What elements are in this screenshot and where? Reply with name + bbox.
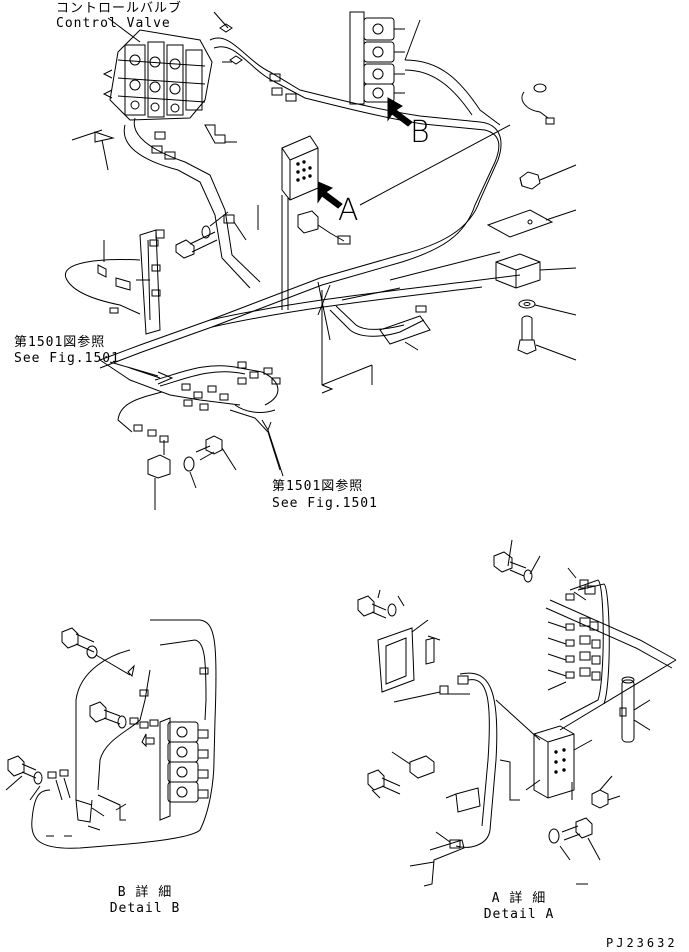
- washer-icon: [86, 645, 98, 659]
- detail-a-label-jp: A 詳 細: [491, 891, 547, 906]
- detail-b-label-jp: B 詳 細: [117, 885, 173, 900]
- nut-icon: [519, 171, 541, 190]
- arrow-icon: [317, 181, 343, 209]
- drawing-number: PJ23632: [606, 936, 678, 950]
- washer-icon: [201, 225, 211, 239]
- bolt-icon: [367, 769, 401, 795]
- control-valve-icon: [349, 11, 405, 105]
- see-fig-label-jp-1: 第1501図参照: [14, 335, 106, 350]
- washer-icon: [117, 715, 127, 729]
- control-valve-label-jp: コントロールバルブ: [56, 1, 183, 16]
- washer-icon: [387, 603, 397, 617]
- bolt-icon: [89, 701, 121, 725]
- callout-b: B: [410, 115, 430, 150]
- control-valve-icon: [102, 29, 213, 121]
- washer-icon: [33, 771, 43, 785]
- see-fig-label-en-1: See Fig.1501: [14, 351, 120, 366]
- callout-a: A: [338, 193, 359, 228]
- see-fig-label-jp-2: 第1501図参照: [272, 479, 364, 494]
- relay-icon: [281, 135, 319, 201]
- detail-a-drawing: [357, 539, 677, 887]
- detail-b-label-en: Detail B: [109, 901, 181, 916]
- bolt-icon: [493, 551, 527, 577]
- washer-icon: [183, 456, 195, 472]
- bolt-icon: [357, 595, 387, 619]
- arrow-icon: [387, 97, 413, 127]
- bolt-icon: [195, 435, 223, 461]
- bolt-icon: [175, 231, 218, 259]
- nut-icon: [591, 789, 609, 809]
- bracket: [139, 229, 165, 335]
- bolt-icon: [7, 755, 37, 779]
- bolt-icon: [561, 817, 593, 841]
- bolt-icon: [61, 627, 95, 653]
- washer-icon: [548, 828, 560, 844]
- bolt-icon: [517, 315, 537, 355]
- detail-a-label-en: Detail A: [483, 907, 555, 922]
- washer-icon: [518, 299, 536, 309]
- control-valve-label-en: Control Valve: [56, 16, 171, 31]
- detail-b-drawing: [5, 619, 217, 849]
- see-fig-label-en-2: See Fig.1501: [272, 496, 378, 511]
- relay-icon: [147, 454, 171, 479]
- relay-icon: [495, 253, 541, 289]
- washer-icon: [523, 569, 533, 583]
